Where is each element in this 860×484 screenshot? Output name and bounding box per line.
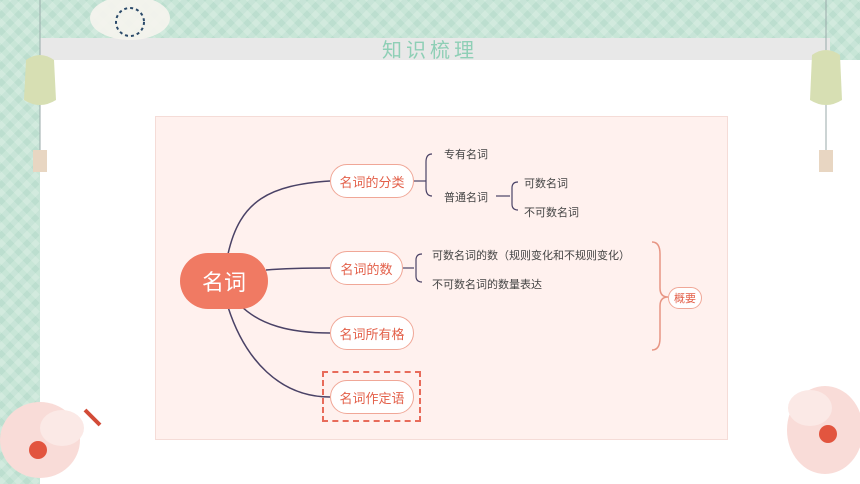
leaf-uncountable-noun[interactable]: 不可数名词 [524,206,579,219]
leaf-proper-noun[interactable]: 专有名词 [444,148,488,161]
branch-possessive[interactable]: 名词所有格 [330,316,414,350]
branch-number[interactable]: 名词的数 [330,251,403,285]
branch-classification[interactable]: 名词的分类 [330,164,414,198]
summary-node[interactable]: 概要 [668,287,702,309]
branch-attributive[interactable]: 名词作定语 [330,380,414,414]
hanging-bell-left-icon [24,0,56,172]
leaf-uncountable-quantity[interactable]: 不可数名词的数量表达 [432,278,542,291]
highlight-dashed-box [322,371,421,422]
leaf-common-noun[interactable]: 普通名词 [444,191,488,204]
page-title: 知识梳理 [382,38,478,62]
flower-decoration-bottom-right [787,386,860,474]
leaf-countable-noun[interactable]: 可数名词 [524,177,568,190]
flower-decoration-top [90,0,170,40]
leaf-countable-plural[interactable]: 可数名词的数（规则变化和不规则变化） [432,249,630,262]
central-topic[interactable]: 名词 [180,253,268,309]
hanging-bell-right-icon [810,0,842,172]
flower-decoration-bottom-left [0,402,102,478]
